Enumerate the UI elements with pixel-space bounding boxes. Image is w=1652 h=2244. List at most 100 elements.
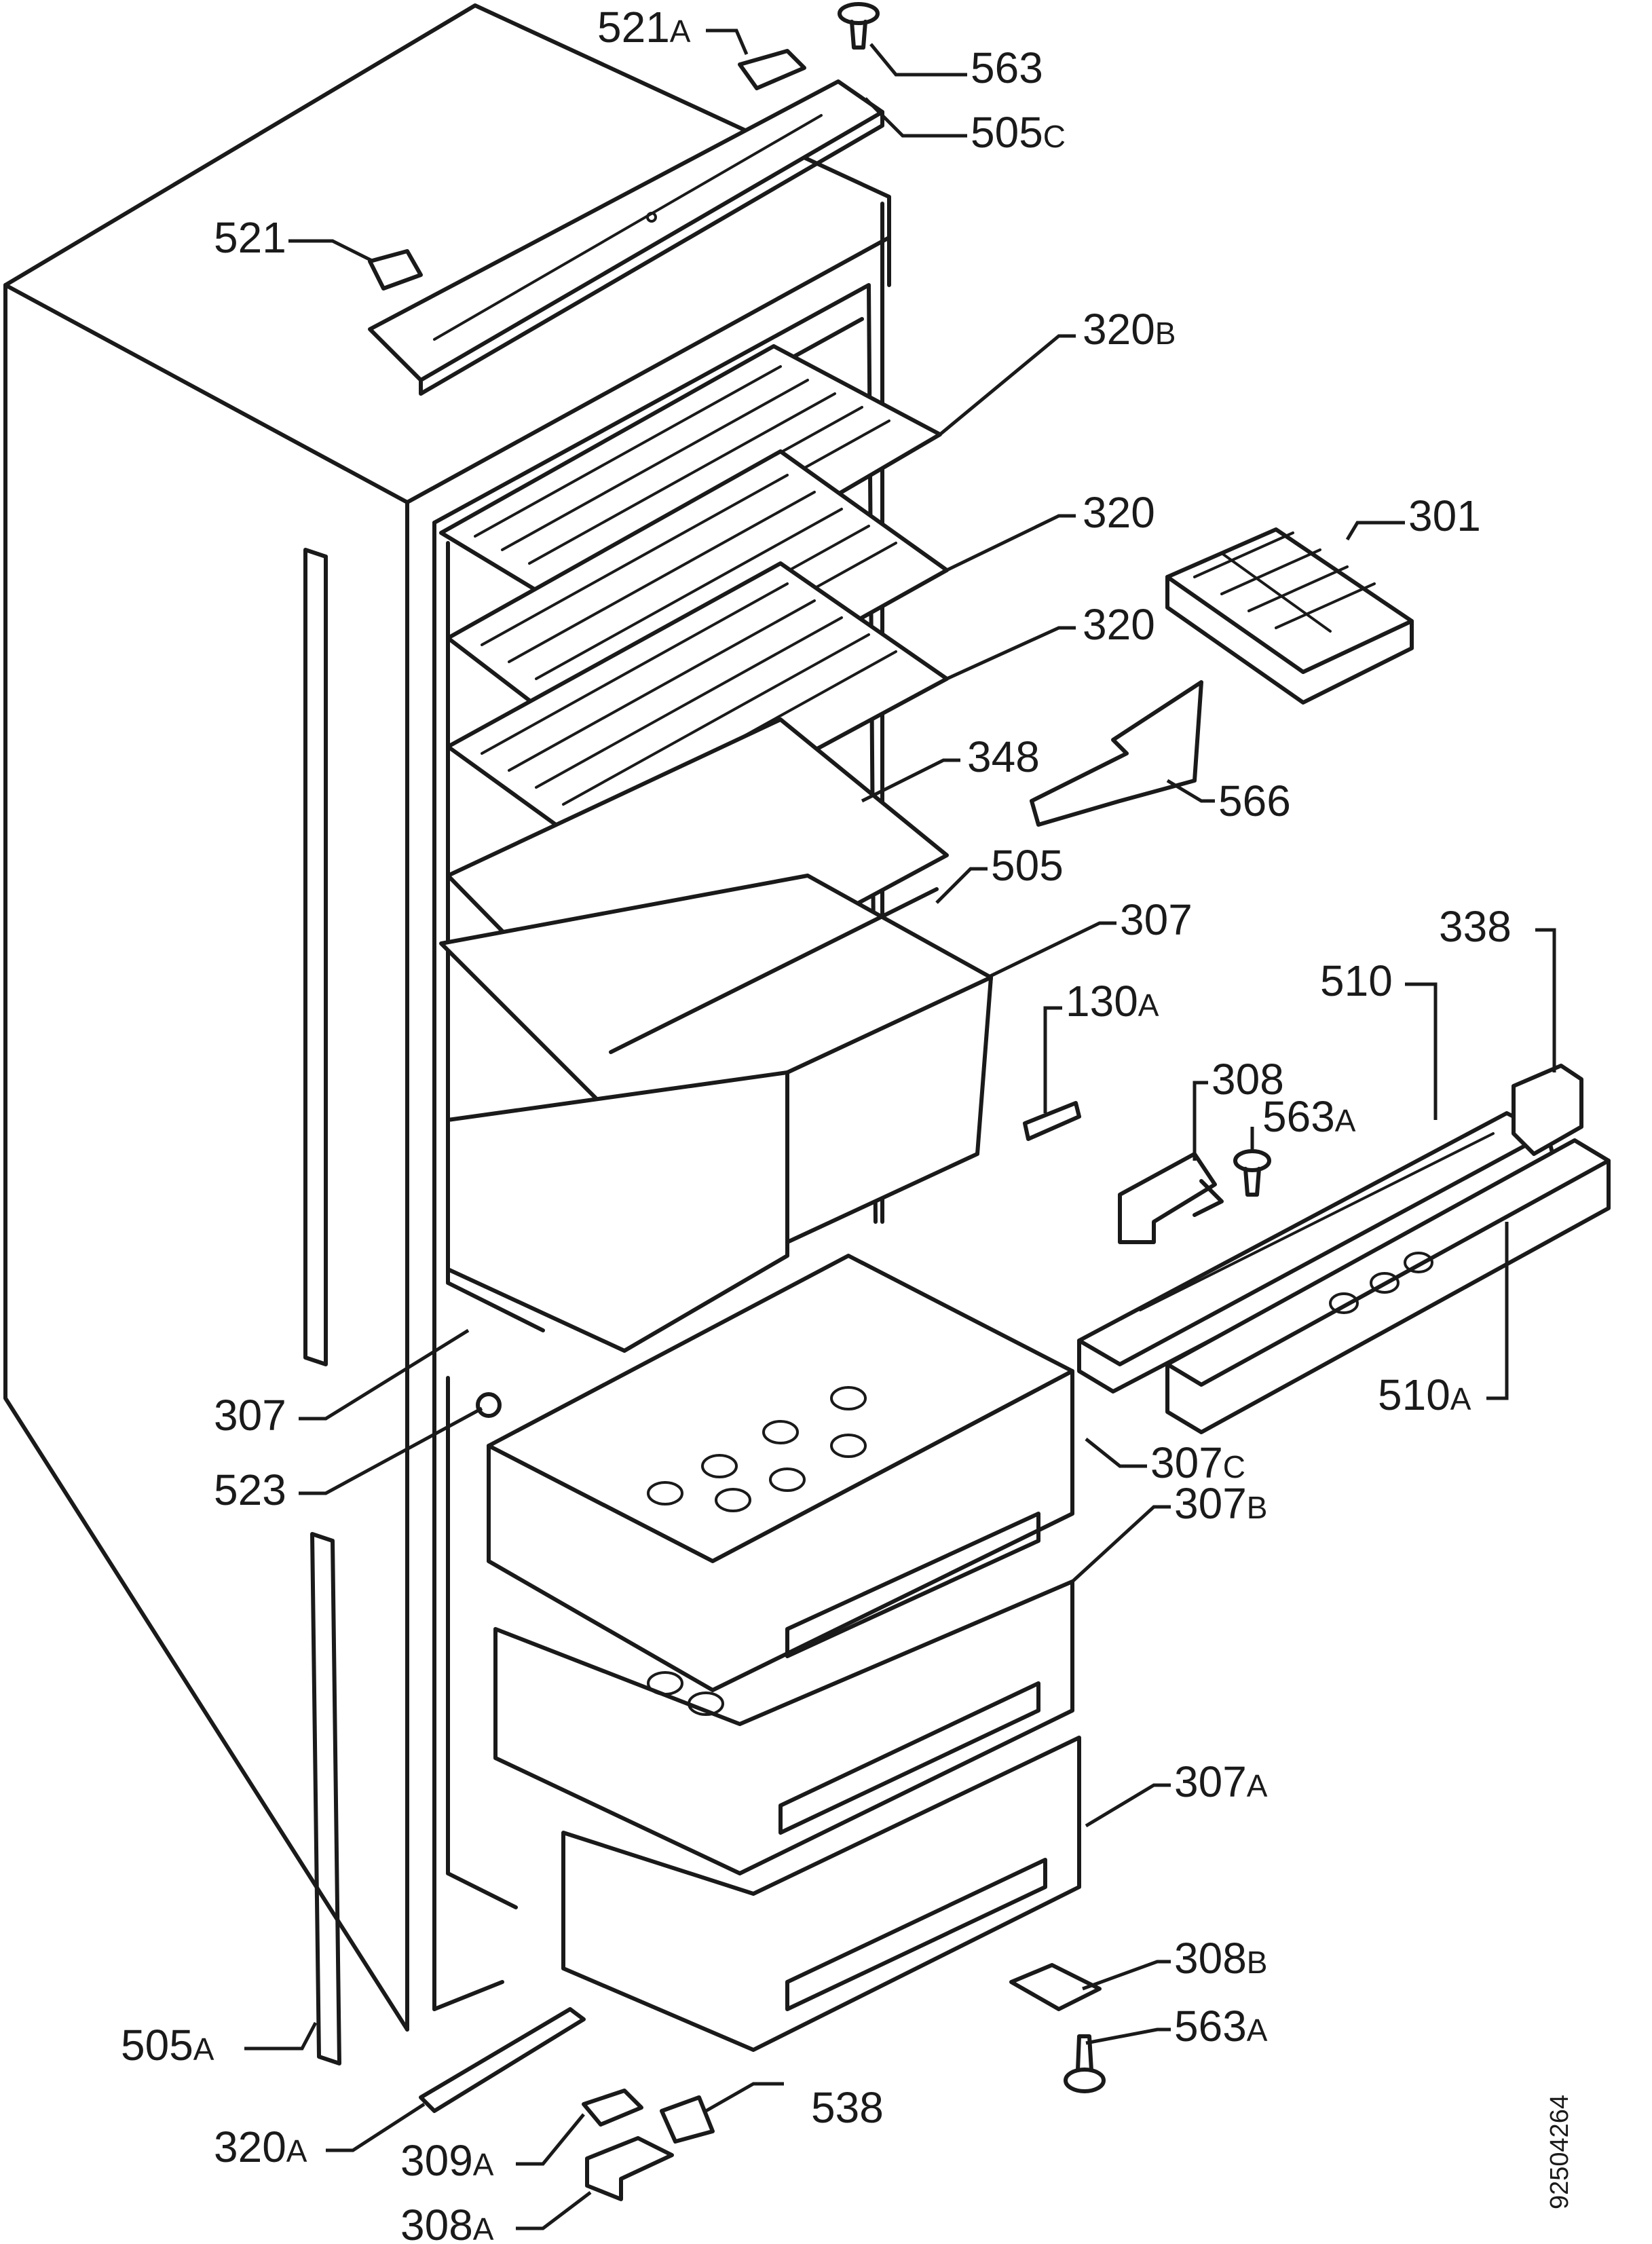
part-number: 510 — [1378, 1370, 1450, 1419]
part-label-p309a: 309A — [400, 2136, 494, 2185]
part-suffix: A — [1138, 988, 1159, 1023]
part-label-p505c: 505C — [971, 108, 1066, 157]
part-number: 505 — [991, 841, 1064, 890]
part-suffix: A — [1247, 1768, 1268, 1803]
part-label-p307_left: 307 — [214, 1391, 286, 1440]
hinge-308a — [585, 2136, 674, 2201]
part-number: 563 — [1262, 1092, 1335, 1141]
screw-563 — [838, 2, 880, 50]
gasket-strips — [303, 548, 341, 2065]
part-number: 521 — [597, 3, 670, 52]
part-number: 566 — [1218, 777, 1291, 825]
part-label-p348: 348 — [967, 732, 1040, 781]
screw-563a-lower — [1064, 2034, 1106, 2093]
part-label-p505a: 505A — [121, 2021, 214, 2070]
part-label-p307a: 307A — [1174, 1757, 1268, 1806]
part-suffix: B — [1155, 316, 1176, 351]
part-number: 320 — [1083, 600, 1155, 649]
part-number: 307 — [1120, 895, 1193, 944]
part-label-p523: 523 — [214, 1465, 286, 1514]
part-suffix: A — [1335, 1103, 1356, 1138]
hinge-538 — [660, 2095, 715, 2144]
hinge-308b — [1009, 1963, 1102, 2011]
part-number: 307 — [1150, 1438, 1223, 1487]
part-label-p308a: 308A — [400, 2201, 494, 2244]
part-label-p505: 505 — [991, 841, 1064, 890]
cap-338 — [1512, 1064, 1583, 1156]
freezer-basket-307c — [487, 1254, 1074, 1692]
screw-563a-upper — [1233, 1149, 1271, 1197]
door-handle-510 — [1077, 1111, 1556, 1394]
part-suffix: A — [670, 14, 691, 49]
ice-tray-301 — [1165, 527, 1414, 705]
hinge-308 — [1118, 1152, 1224, 1244]
part-suffix: A — [473, 2147, 494, 2182]
part-label-p338: 338 — [1439, 902, 1512, 951]
rail-320a — [419, 2007, 586, 2113]
part-number: 563 — [1174, 2002, 1247, 2051]
part-suffix: A — [1450, 1381, 1471, 1417]
part-number: 510 — [1320, 956, 1393, 1005]
cap-309a — [582, 2089, 643, 2127]
part-label-p320a: 320A — [214, 2123, 307, 2171]
part-number: 309 — [400, 2136, 473, 2185]
part-number: 348 — [967, 732, 1040, 781]
part-number: 308 — [400, 2201, 473, 2244]
figure-code: 92504264 — [1545, 2095, 1574, 2209]
scraper-566 — [1030, 680, 1203, 827]
freezer-basket-307a — [561, 1736, 1081, 2052]
part-label-p563a_1: 563A — [1262, 1092, 1356, 1141]
cap-521a — [738, 49, 806, 90]
part-label-p301: 301 — [1408, 491, 1481, 540]
part-number: 308 — [1212, 1055, 1284, 1104]
part-number: 505 — [971, 108, 1043, 157]
part-number: 538 — [811, 2083, 884, 2132]
part-suffix: A — [1247, 2013, 1268, 2048]
part-number: 320 — [1083, 488, 1155, 537]
part-label-p307b: 307B — [1174, 1479, 1267, 1528]
part-number: 320 — [1083, 305, 1155, 354]
part-label-p308: 308 — [1212, 1055, 1284, 1104]
part-suffix: A — [286, 2133, 307, 2169]
part-label-p320b: 320B — [1083, 305, 1176, 354]
clip-130a — [1023, 1101, 1081, 1141]
part-number: 505 — [121, 2021, 193, 2070]
part-label-p510a: 510A — [1378, 1370, 1471, 1419]
part-label-p566: 566 — [1218, 777, 1291, 825]
part-number: 320 — [214, 2123, 286, 2171]
part-suffix: B — [1247, 1945, 1268, 1980]
part-label-p320_1: 320 — [1083, 488, 1155, 537]
part-label-p307c: 307C — [1150, 1438, 1245, 1487]
door-bar-510a — [1165, 1138, 1611, 1434]
part-suffix: C — [1043, 119, 1066, 154]
freezer-basket-307b — [493, 1579, 1074, 1875]
part-suffix: A — [473, 2211, 494, 2244]
part-label-p130a: 130A — [1066, 977, 1159, 1026]
part-label-p510: 510 — [1320, 956, 1393, 1005]
part-label-p563: 563 — [971, 43, 1043, 92]
part-number: 307 — [1174, 1757, 1247, 1806]
part-label-p521: 521 — [214, 213, 286, 262]
part-label-p563a_2: 563A — [1174, 2002, 1268, 2051]
part-label-p320_2: 320 — [1083, 600, 1155, 649]
part-number: 130 — [1066, 977, 1138, 1026]
part-label-p538: 538 — [811, 2083, 884, 2132]
part-suffix: B — [1247, 1490, 1268, 1525]
leader-lines — [244, 29, 1556, 2230]
part-number: 523 — [214, 1465, 286, 1514]
part-number: 521 — [214, 213, 286, 262]
part-label-p307_top: 307 — [1120, 895, 1193, 944]
part-label-p521a: 521A — [597, 3, 691, 52]
part-suffix: C — [1223, 1449, 1245, 1484]
part-suffix: A — [193, 2032, 214, 2067]
part-number: 338 — [1439, 902, 1512, 951]
shelf-320-lower — [446, 561, 949, 864]
cap-521 — [368, 249, 423, 291]
top-rail — [368, 79, 884, 396]
part-number: 301 — [1408, 491, 1481, 540]
part-number: 307 — [214, 1391, 286, 1440]
part-number: 307 — [1174, 1479, 1247, 1528]
